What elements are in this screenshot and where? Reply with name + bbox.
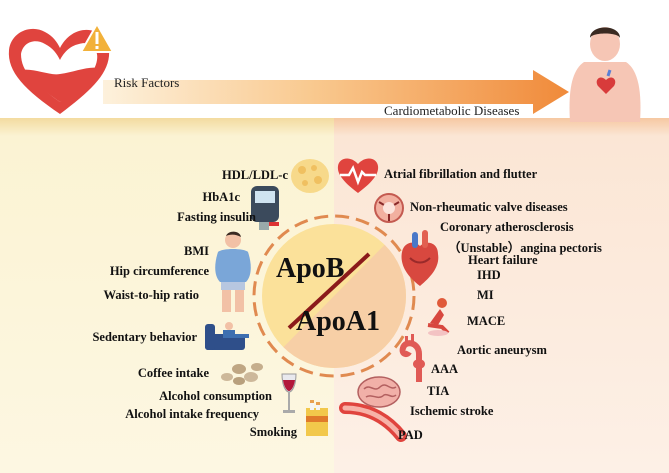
heartbeat-icon bbox=[337, 158, 379, 193]
risk-factor-label: Coffee intake bbox=[137, 366, 209, 380]
risk-factor-label: Hip circumference bbox=[109, 264, 209, 278]
lipid-droplet-icon bbox=[291, 159, 329, 193]
brain-icon bbox=[357, 376, 401, 408]
disease-label: Non-rheumatic valve diseases bbox=[410, 200, 568, 214]
sedentary-person-icon bbox=[205, 322, 249, 350]
disease-label: Ischemic stroke bbox=[410, 404, 494, 418]
disease-label: Coronary atherosclerosis bbox=[440, 220, 574, 234]
arrow-right-label: Cardiometabolic Diseases bbox=[384, 103, 520, 118]
risk-factor-label: Smoking bbox=[249, 425, 297, 439]
disease-label: Heart failure bbox=[468, 253, 538, 267]
risk-factor-label: Fasting insulin bbox=[177, 210, 256, 224]
person-heart-icon bbox=[569, 27, 641, 122]
risk-factor-label: HDL/LDL-c bbox=[222, 168, 288, 182]
disease-label: Atrial fibrillation and flutter bbox=[384, 167, 538, 181]
disease-label: Aortic aneurysm bbox=[457, 343, 547, 357]
risk-factor-label: Alcohol consumption bbox=[159, 389, 272, 403]
risk-factor-label: Waist-to-hip ratio bbox=[103, 288, 199, 302]
disease-label: PAD bbox=[398, 428, 423, 442]
heart-valve-icon bbox=[374, 193, 404, 223]
disease-label: AAA bbox=[431, 362, 459, 376]
risk-factor-label: BMI bbox=[184, 244, 209, 258]
apoa1-label: ApoA1 bbox=[296, 306, 381, 337]
glucose-meter-icon bbox=[251, 186, 279, 230]
disease-label: IHD bbox=[477, 268, 501, 282]
anatomical-heart-icon bbox=[401, 230, 439, 286]
cigarette-pack-icon bbox=[306, 400, 328, 436]
heart-warning-icon bbox=[8, 21, 115, 114]
risk-factor-label: HbA1c bbox=[202, 190, 241, 204]
coffee-beans-icon bbox=[221, 363, 263, 385]
apob-label: ApoB bbox=[276, 253, 345, 284]
collapse-person-icon bbox=[427, 298, 450, 336]
arrow-left-label: Risk Factors bbox=[114, 75, 180, 90]
risk-factor-label: Sedentary behavior bbox=[92, 330, 197, 344]
overweight-person-icon bbox=[215, 231, 251, 312]
risk-factor-label: Alcohol intake frequency bbox=[125, 407, 259, 421]
wine-glass-icon bbox=[281, 373, 297, 413]
disease-label: TIA bbox=[427, 384, 450, 398]
disease-label: （Unstable）angina pectoris bbox=[448, 241, 602, 255]
apo-ratio-circle bbox=[252, 214, 416, 378]
disease-label: MACE bbox=[467, 314, 506, 328]
risk-to-disease-arrow bbox=[103, 70, 569, 114]
aorta-icon bbox=[399, 334, 425, 382]
artery-icon bbox=[339, 402, 407, 442]
disease-label: MI bbox=[477, 288, 494, 302]
